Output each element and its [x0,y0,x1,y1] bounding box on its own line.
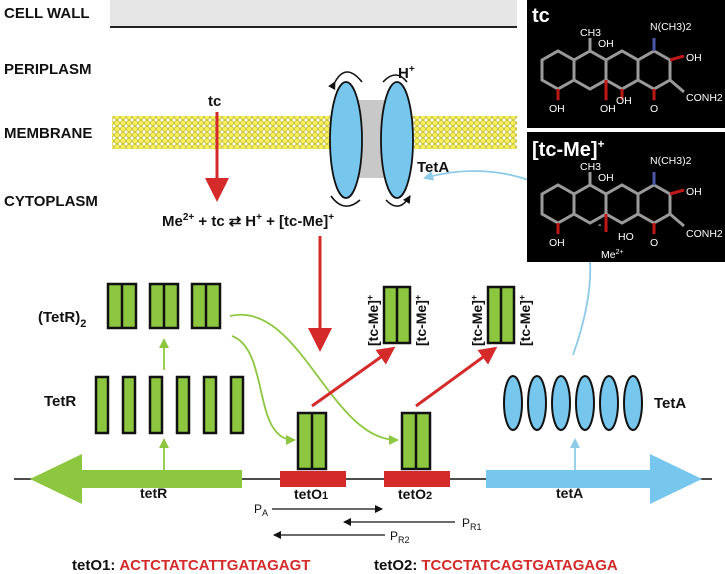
svg-text:Me2+: Me2+ [601,249,624,261]
cytoplasm-label: CYTOPLASM [4,193,98,210]
tetr-monomer-label: TetR [44,393,76,410]
teto1-label: tetO1 [294,486,328,502]
cell-wall-label: CELL WALL [4,5,90,22]
svg-text:OH: OH [686,186,702,198]
teta-helix-right [380,81,414,199]
teto2-sequence: tetO2:TCCCTATCAGTGATAGAGA [374,557,618,574]
svg-text:OH: OH [600,103,616,115]
teta-protein-label: TetA [654,395,686,412]
tc-label: tc [208,93,221,110]
tc-structure-title: tc [532,5,550,27]
complex-skeleton [540,172,685,234]
svg-text:CH3: CH3 [580,161,601,173]
released-complex-2: [tc-Me]+ [tc-Me]+ [469,285,533,346]
svg-text:OH: OH [616,95,632,107]
pr2-label: PR2 [390,529,410,545]
svg-text:N(CH3)2: N(CH3)2 [650,155,692,167]
tetr-bind-teto1-arrow [231,335,296,445]
rotation-arrow-top [328,71,363,91]
tc-atom-labels: CH3 OH N(CH3)2 OH CONH2 OH OH OH O [549,21,723,115]
pr1-label: PR1 [462,516,482,532]
tetr-bound-teto1 [296,411,328,471]
rotation-arrow-top-right [382,74,408,83]
teta-gene-arrow [486,454,702,504]
svg-text:OH: OH [549,237,565,249]
teto2-label: tetO2 [398,486,432,502]
periplasm-label: PERIPLASM [4,61,92,78]
membrane-bilayer [112,116,517,149]
complex-label-1b: [tc-Me]+ [413,295,429,346]
svg-text:CONH2: CONH2 [686,92,723,104]
tc-structure-panel [527,0,725,128]
release-arrow-2 [415,346,498,408]
complex-structure-title: [tc-Me]+ [532,137,605,161]
release-arrow-1 [311,346,396,408]
svg-text:OH: OH [686,52,702,64]
tc-skeleton [540,38,685,100]
teta-gene-label: tetA [556,485,583,501]
tetr-dimer-3 [190,282,222,330]
svg-text:-: - [598,219,602,231]
tetr-bind-teto2-arrow [229,313,399,445]
tetr-dimer-label: (TetR)2 [38,309,86,330]
svg-text:CONH2: CONH2 [686,228,723,240]
tetr-dimer-2 [148,282,180,330]
pa-label: PA [254,502,268,518]
svg-text:OH: OH [598,172,614,184]
equilibrium-equation: Me2+ + tc⇄H+ + [tc-Me]+ [162,212,334,230]
svg-text:N(CH3)2: N(CH3)2 [650,21,692,33]
tetr-dimer-1 [106,282,138,330]
svg-text:O: O [650,103,658,115]
tetr-gene-label: tetR [140,485,167,501]
rotation-arrow-bottom [385,195,411,207]
complex-label-1a: [tc-Me]+ [365,295,381,346]
complex-atom-labels: CH3 OH N(CH3)2 OH CONH2 OH - HO O Me2+ [549,155,723,261]
svg-text:HO: HO [618,231,634,243]
tetr-gene-arrow [30,454,242,504]
teto1-sequence: tetO1:ACTCTATCATTGATAGAGT [72,557,310,574]
complex-structure-panel [527,132,725,262]
tetr-bound-teto2 [400,411,432,471]
svg-text:CH3: CH3 [580,27,601,39]
membrane-label: MEMBRANE [4,125,92,142]
proton-label-top: H+ [398,64,415,82]
rotation-arrow-bottom-left [330,195,361,207]
cell-wall-band [110,0,517,26]
tetr-monomers [94,375,245,435]
teta-helix-left [329,81,363,199]
svg-text:OH: OH [549,103,565,115]
teto2-box [384,471,450,487]
teto1-box [280,471,346,487]
complex-label-2a: [tc-Me]+ [469,295,485,346]
complex-label-2b: [tc-Me]+ [517,295,533,346]
svg-text:OH: OH [598,38,614,50]
released-complex-1: [tc-Me]+ [tc-Me]+ [365,285,429,346]
teta-protein-ovals [503,375,643,431]
svg-text:O: O [650,237,658,249]
